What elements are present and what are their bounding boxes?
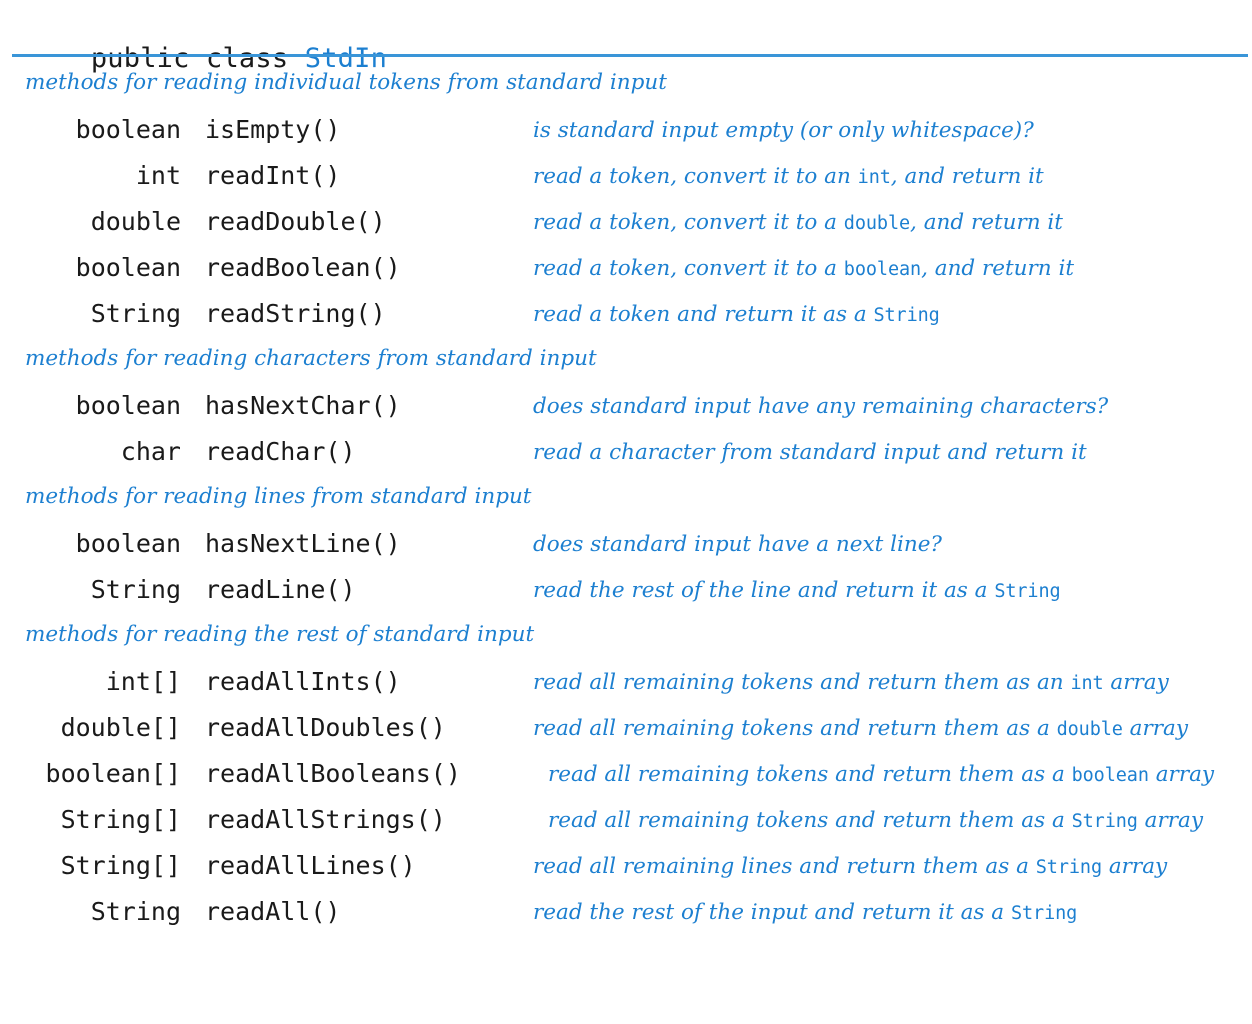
method-return-type: String [90,575,181,604]
method-return-type: int [135,161,181,190]
class-declaration-header: public class StdIn [25,2,387,116]
method-signature: readAllDoubles() [205,713,446,742]
method-description: read a token, convert it to a double, an… [533,210,1063,235]
method-return-type: boolean[] [45,759,181,788]
inline-type-name: double [843,213,911,234]
method-return-type: char [120,437,181,466]
method-row: int readInt() read a token, convert it to … [0,154,1252,200]
method-description: read all remaining tokens and return the… [533,670,1169,695]
method-description: read a token, convert it to an int, and … [533,164,1044,189]
method-row: double[] readAllDoubles() read all remaini… [0,706,1252,752]
method-row: String readString() read a token and retur… [0,292,1252,338]
method-signature: readAllStrings() [205,805,446,834]
method-return-type: String[] [60,851,181,880]
method-return-type: String [90,897,181,926]
method-row: String[] readAllStrings() read all remaini… [0,798,1252,844]
section-header: methods for reading characters from stan… [25,346,597,371]
method-row: boolean isEmpty() is standard input empty … [0,108,1252,154]
method-signature: readLine() [205,575,356,604]
method-description: read a character from standard input and… [533,440,1087,465]
method-row: int[] readAllInts() read all remaining tok… [0,660,1252,706]
method-signature: isEmpty() [205,115,341,144]
method-row: String[] readAllLines() read all remaining… [0,844,1252,890]
inline-type-name: boolean [843,259,922,280]
method-description: does standard input have a next line? [533,532,942,557]
method-description: read all remaining tokens and return the… [533,716,1189,741]
method-signature: readDouble() [205,207,386,236]
method-row: boolean hasNextLine() does standard input … [0,522,1252,568]
method-description: is standard input empty (or only whitesp… [533,118,1034,143]
method-description: does standard input have any remaining c… [533,394,1109,419]
method-signature: hasNextChar() [205,391,401,420]
method-row: char readChar() read a character from stan… [0,430,1252,476]
inline-type-name: double [1056,719,1123,740]
method-description: read the rest of the line and return it … [533,578,1061,603]
method-row: double readDouble() read a token, convert … [0,200,1252,246]
method-signature: hasNextLine() [205,529,401,558]
method-row: String readAll() read the rest of the inpu… [0,890,1252,936]
method-description: read a token, convert it to a boolean, a… [533,256,1074,281]
method-description: read a token and return it as a String [533,302,940,327]
method-return-type: boolean [75,115,181,144]
inline-type-name: String [994,581,1061,602]
inline-type-name: String [1010,903,1078,924]
method-description: read the rest of the input and return it… [533,900,1078,925]
method-return-type: String [90,299,181,328]
method-signature: readAll() [205,897,341,926]
method-signature: readInt() [205,161,341,190]
method-signature: readAllLines() [205,851,416,880]
method-description: read all remaining lines and return them… [533,854,1168,879]
method-signature: readAllBooleans() [205,759,461,788]
method-return-type: String[] [60,805,181,834]
method-signature: readBoolean() [205,253,401,282]
method-signature: readAllInts() [205,667,401,696]
section-header: methods for reading individual tokens fr… [25,70,667,95]
method-row: boolean hasNextChar() does standard input … [0,384,1252,430]
class-name: StdIn [304,43,388,74]
method-list: methods for reading individual tokens fr… [0,62,1252,936]
method-description: read all remaining tokens and return the… [548,808,1204,833]
header-divider-rule [12,54,1248,57]
method-description: read all remaining tokens and return the… [548,762,1215,787]
inline-type-name: String [1071,811,1138,832]
section-header: methods for reading the rest of standard… [25,622,535,647]
inline-type-name: int [1070,673,1104,694]
method-return-type: int[] [105,667,181,696]
method-return-type: double [90,207,181,236]
method-return-type: double[] [60,713,181,742]
method-return-type: boolean [75,529,181,558]
method-return-type: boolean [75,391,181,420]
method-row: boolean readBoolean() read a token, conver… [0,246,1252,292]
section-header: methods for reading lines from standard … [25,484,532,509]
method-signature: readString() [205,299,386,328]
class-declaration-keyword: public class [90,43,305,74]
inline-type-name: int [857,167,891,188]
inline-type-name: boolean [1071,765,1149,786]
method-signature: readChar() [205,437,356,466]
method-row: String readLine() read the rest of the lin… [0,568,1252,614]
inline-type-name: String [1035,857,1102,878]
method-row: boolean[] readAllBooleans() read all remai… [0,752,1252,798]
inline-type-name: String [873,305,940,326]
method-return-type: boolean [75,253,181,282]
